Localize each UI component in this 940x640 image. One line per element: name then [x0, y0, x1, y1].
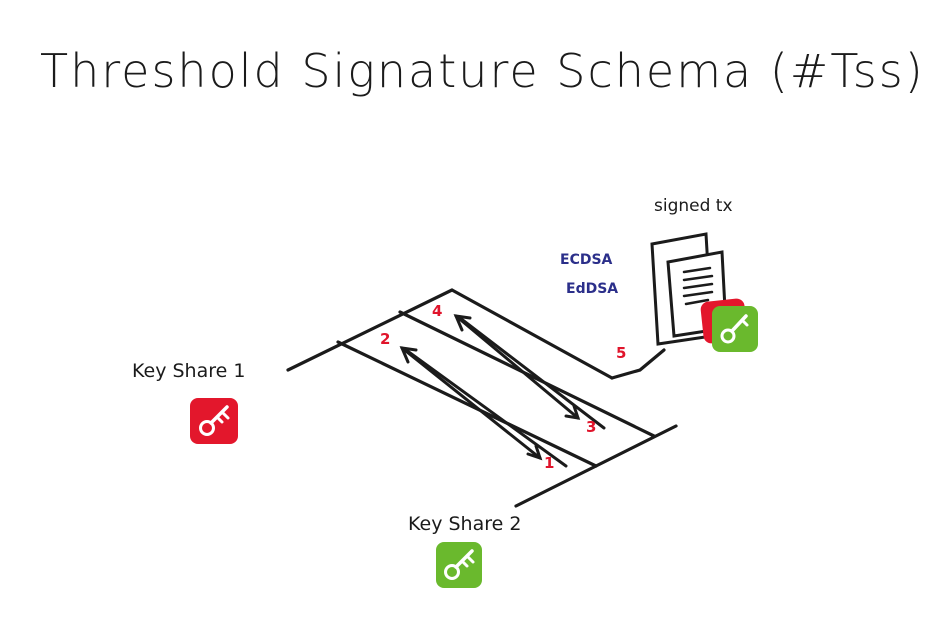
lane-divider-lower	[336, 340, 598, 468]
step-number-3: 3	[586, 418, 597, 436]
arrow-step-4-head	[453, 314, 472, 332]
eddsa-label: EdDSA	[566, 281, 619, 297]
arrow-step-3	[454, 314, 580, 420]
arrow-step-1	[400, 346, 542, 460]
signature-output-line	[610, 348, 666, 380]
arrow-step-1-head	[526, 444, 543, 461]
key-share-2-label: Key Share 2	[408, 513, 522, 535]
arrow-step-3-head	[564, 404, 581, 420]
arrow-step-2	[404, 348, 568, 468]
step-number-5: 5	[616, 344, 627, 362]
key-share-1-label: Key Share 1	[132, 360, 246, 382]
arrow-step-4	[458, 316, 606, 430]
step-number-1: 1	[544, 454, 555, 472]
step-number-2: 2	[380, 330, 391, 348]
lane-upper-edge	[450, 288, 614, 380]
key-icon	[190, 398, 238, 444]
signed-tx-label: signed tx	[654, 196, 733, 216]
key-icon	[436, 542, 482, 588]
arrow-step-2-head	[399, 346, 418, 364]
lane-top-left-edge	[286, 288, 454, 372]
lane-bottom-right-edge	[514, 424, 678, 508]
key-icon	[712, 306, 758, 352]
page-title: Threshold Signature Schema (#Tss)	[40, 44, 925, 98]
step-number-4: 4	[432, 302, 443, 320]
ecdsa-label: ECDSA	[560, 252, 613, 268]
